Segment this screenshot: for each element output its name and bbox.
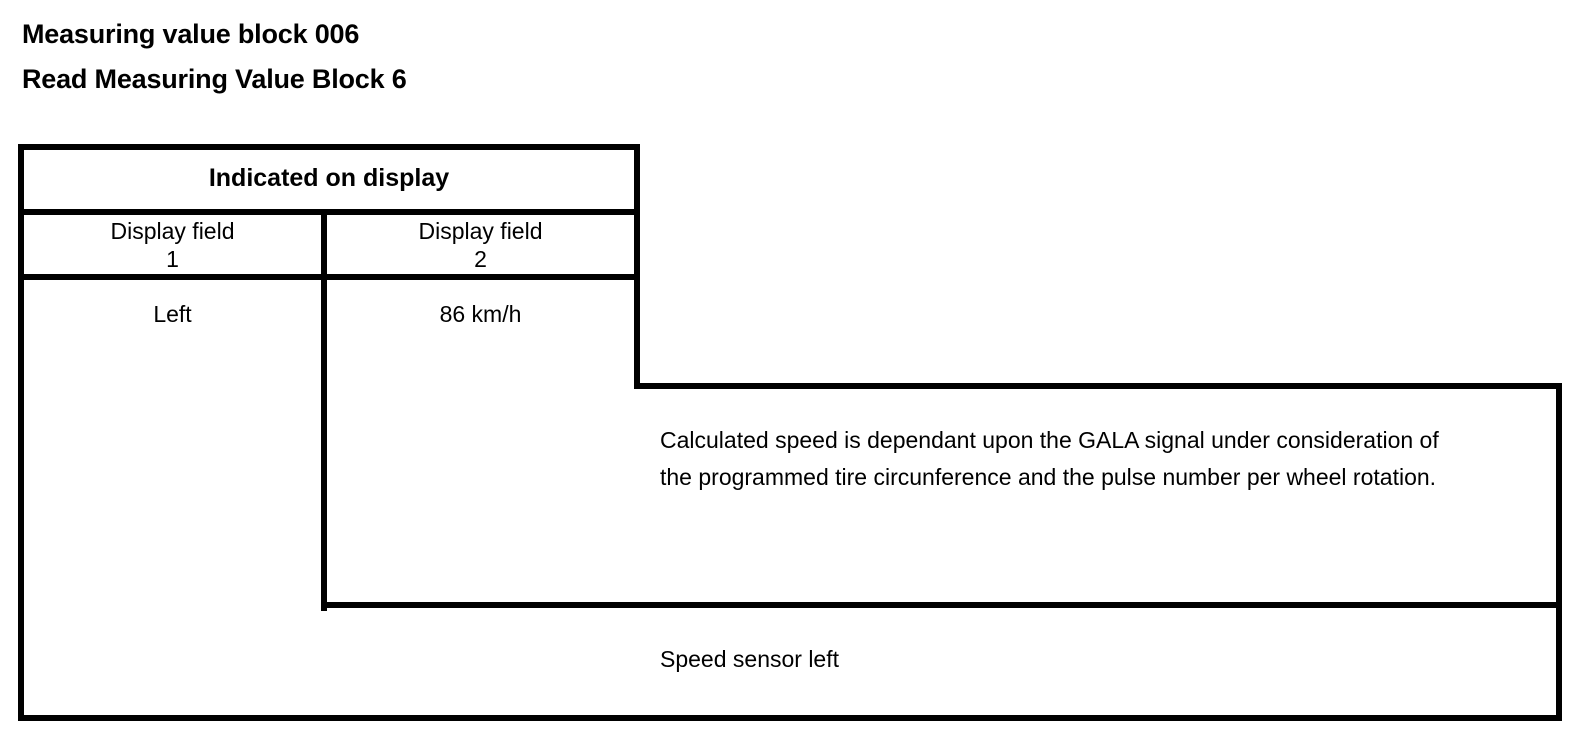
page-title-line-1: Measuring value block 006 bbox=[22, 19, 360, 49]
table-border-column-divider bbox=[321, 209, 327, 611]
table-border-top bbox=[18, 144, 640, 150]
page-title: Measuring value block 006 Read Measuring… bbox=[22, 12, 922, 102]
measurement-description: Calculated speed is dependant upon the G… bbox=[660, 427, 1439, 490]
table-group-header: Indicated on display bbox=[208, 164, 450, 192]
signal-name-label: Speed sensor left bbox=[660, 646, 840, 672]
display-field-2-value: 86 km/h bbox=[439, 301, 522, 327]
table-border-subheader-separator bbox=[18, 274, 640, 280]
column-header-2-number: 2 bbox=[474, 246, 487, 272]
page-title-line-2: Read Measuring Value Block 6 bbox=[22, 64, 407, 94]
table-border-bottom bbox=[18, 715, 1562, 721]
table-border-left bbox=[18, 144, 24, 721]
table-border-header-separator bbox=[18, 209, 640, 215]
table-border-description-top bbox=[634, 383, 1562, 389]
table-border-upper-right bbox=[634, 144, 640, 389]
table-border-right bbox=[1556, 383, 1562, 721]
table-border-description-separator bbox=[321, 602, 1562, 608]
display-field-1-value: Left bbox=[153, 301, 192, 327]
column-header-1-label: Display field bbox=[110, 218, 235, 244]
column-header-2-label: Display field bbox=[418, 218, 543, 244]
column-header-1-number: 1 bbox=[166, 246, 179, 272]
